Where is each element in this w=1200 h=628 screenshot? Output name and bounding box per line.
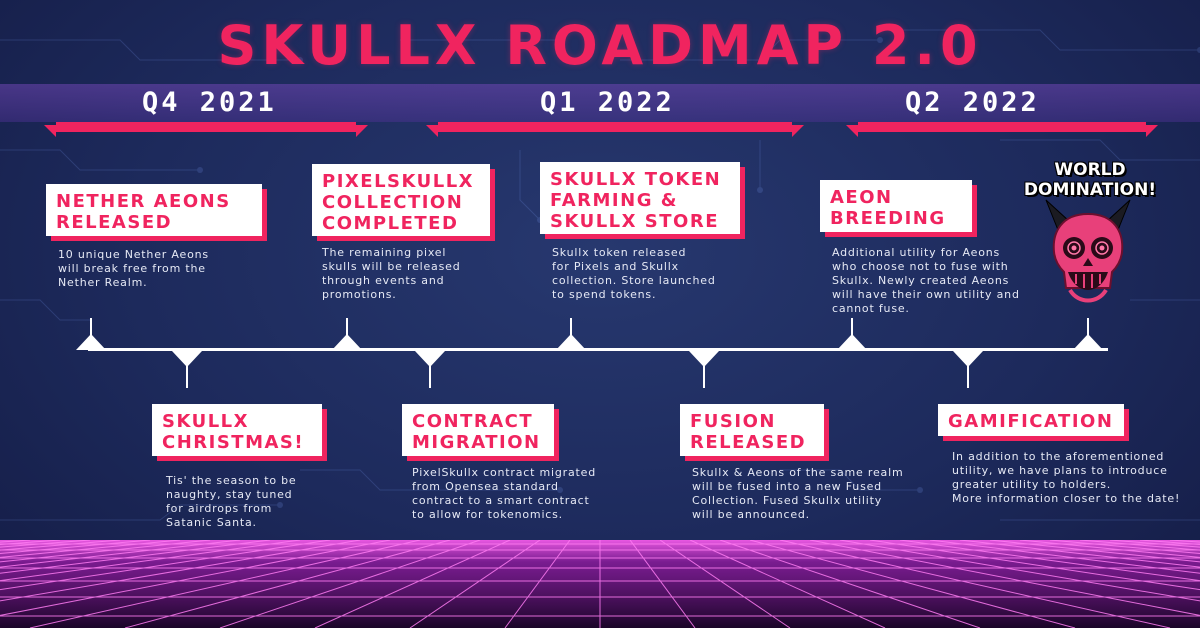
connector-pixelskullx (346, 318, 348, 340)
skull-icon (1045, 199, 1131, 303)
connector-world-domination (1087, 318, 1089, 340)
milestone-title-pixelskullx: PIXELSKULLX COLLECTION COMPLETED (312, 164, 490, 236)
milestone-title-skullx-token: SKULLX TOKEN FARMING & SKULLX STORE (540, 162, 740, 234)
quarter-bracket-q2 (846, 122, 1158, 137)
connector-nether-aeons (90, 318, 92, 340)
connector-skullx-token (570, 318, 572, 340)
milestone-title-gamification: GAMIFICATION (938, 404, 1124, 436)
quarter-q1-2022: Q1 2022 (540, 87, 675, 118)
milestone-title-skullx-christmas: SKULLX CHRISTMAS! (152, 404, 322, 456)
milestone-title-contract-migration: CONTRACT MIGRATION (402, 404, 554, 456)
connector-skullx-christmas (186, 366, 188, 388)
milestone-title-fusion: FUSION RELEASED (680, 404, 824, 456)
milestone-desc-pixelskullx: The remaining pixel skulls will be relea… (322, 246, 461, 301)
marker-gamification (953, 351, 983, 367)
connector-aeon-breeding (851, 318, 853, 340)
marker-fusion (689, 351, 719, 367)
milestone-desc-fusion: Skullx & Aeons of the same realm will be… (692, 466, 904, 521)
milestone-desc-skullx-token: Skullx token released for Pixels and Sku… (552, 246, 716, 301)
quarter-bracket-q4 (44, 122, 368, 137)
world-domination-label: WORLD DOMINATION! (1023, 160, 1157, 200)
quarter-bracket-q1 (426, 122, 804, 137)
marker-pixelskullx (332, 334, 362, 350)
marker-nether-aeons (76, 334, 106, 350)
quarter-q4-2021: Q4 2021 (142, 87, 277, 118)
milestone-desc-contract-migration: PixelSkullx contract migrated from Opens… (412, 466, 597, 521)
timeline-axis (88, 348, 1108, 351)
milestone-desc-skullx-christmas: Tis' the season to be naughty, stay tune… (166, 474, 297, 529)
milestone-title-aeon-breeding: AEON BREEDING (820, 180, 972, 232)
marker-contract-migration (415, 351, 445, 367)
quarter-q2-2022: Q2 2022 (905, 87, 1040, 118)
milestone-desc-nether-aeons: 10 unique Nether Aeons will break free f… (58, 248, 209, 289)
marker-skullx-christmas (172, 351, 202, 367)
page-title: SKULLX ROADMAP 2.0 (217, 14, 983, 77)
milestone-title-nether-aeons: NETHER AEONS RELEASED (46, 184, 262, 236)
connector-gamification (967, 366, 969, 388)
neon-grid-floor (0, 540, 1200, 628)
connector-fusion (703, 366, 705, 388)
quarter-band (0, 84, 1200, 122)
milestone-desc-gamification: In addition to the aforementioned utilit… (952, 450, 1181, 505)
milestone-desc-aeon-breeding: Additional utility for Aeons who choose … (832, 246, 1020, 315)
marker-skullx-token (556, 334, 586, 350)
connector-contract-migration (429, 366, 431, 388)
marker-world-domination (1073, 334, 1103, 350)
marker-aeon-breeding (837, 334, 867, 350)
